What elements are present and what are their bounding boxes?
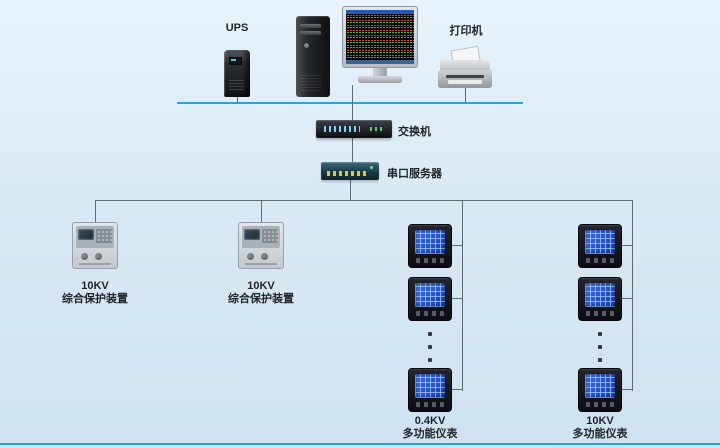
meter-buttons <box>586 258 614 263</box>
protection-device-icon <box>72 222 118 269</box>
ups-label: UPS <box>225 22 249 34</box>
branch-distribution-line <box>95 200 632 201</box>
protection-panel <box>76 226 114 248</box>
wire-computer-to-switch <box>352 85 353 120</box>
power-meter-icon <box>408 277 452 321</box>
printer-body <box>438 70 492 88</box>
meter-buttons <box>586 311 614 316</box>
meter-screen <box>415 374 445 398</box>
wire-stub-meter-a1 <box>452 245 462 246</box>
wire-stub-meter-b1 <box>622 245 632 246</box>
ups-icon <box>224 50 250 97</box>
wire-switch-to-serial-server <box>352 138 353 163</box>
meter-screen <box>415 283 445 307</box>
wire-serial-server-to-branch <box>350 180 351 201</box>
protection-dial <box>261 253 268 260</box>
power-meter-icon <box>408 224 452 268</box>
drive-bay <box>300 31 321 35</box>
protection-device-icon <box>238 222 284 269</box>
meter-column-a-kv: 0.4KV <box>414 415 446 427</box>
protection-b-name: 综合保护装置 <box>228 293 294 305</box>
ups-vents <box>229 80 244 92</box>
computer-tower-icon <box>296 16 330 97</box>
power-button-icon <box>304 43 309 48</box>
printer-slot <box>446 75 484 78</box>
monitor-screen <box>346 10 414 64</box>
monitor-stand-neck <box>373 68 387 76</box>
drive-bay <box>300 24 321 28</box>
protection-b-caption: 10KV 综合保护装置 <box>221 280 301 306</box>
meter-column-b-name: 多功能仪表 <box>572 428 628 440</box>
ethernet-bus-line <box>177 102 523 104</box>
switch-label: 交换机 <box>398 126 431 138</box>
wire-stub-meter-a2 <box>452 298 462 299</box>
printer-icon <box>438 45 492 92</box>
meter-buttons <box>416 311 444 316</box>
network-switch-icon <box>316 120 392 138</box>
wire-drop-protection-b <box>261 200 262 223</box>
protection-panel <box>242 226 280 248</box>
printer-output-tray <box>448 80 482 84</box>
protection-a-name: 综合保护装置 <box>62 293 128 305</box>
wire-drop-protection-a <box>95 200 96 223</box>
printer-label: 打印机 <box>449 25 483 37</box>
meter-column-b-caption: 10KV 多功能仪表 <box>564 415 636 441</box>
meter-column-a-caption: 0.4KV 多功能仪表 <box>394 415 466 441</box>
switch-ports <box>324 126 360 132</box>
wire-meter-column-b <box>632 200 633 391</box>
meter-column-a-name: 多功能仪表 <box>402 428 458 440</box>
dot <box>598 332 602 336</box>
monitor-icon <box>342 6 418 68</box>
protection-terminal-strip <box>245 263 277 265</box>
meter-screen <box>585 230 615 254</box>
meter-screen <box>585 283 615 307</box>
serial-server-icon <box>321 162 379 180</box>
protection-a-kv: 10KV <box>81 280 109 292</box>
meter-column-b-kv: 10KV <box>586 415 614 427</box>
serial-server-led <box>370 166 373 169</box>
protection-dial <box>247 253 254 260</box>
power-meter-icon <box>578 277 622 321</box>
more-devices-dots <box>408 330 452 364</box>
monitor-stand-base <box>358 76 402 83</box>
protection-dial <box>81 253 88 260</box>
wire-stub-meter-a3 <box>452 389 462 390</box>
more-devices-dots <box>578 330 622 364</box>
meter-buttons <box>416 402 444 407</box>
dot <box>428 332 432 336</box>
switch-leds <box>370 127 384 131</box>
protection-screen <box>244 229 260 240</box>
dot <box>428 358 432 362</box>
tower-vents <box>300 75 321 91</box>
serial-server-label: 串口服务器 <box>387 168 442 180</box>
protection-b-kv: 10KV <box>247 280 275 292</box>
printer-top <box>440 60 490 72</box>
wire-stub-meter-b3 <box>622 389 632 390</box>
dot <box>598 345 602 349</box>
dot <box>428 345 432 349</box>
protection-a-caption: 10KV 综合保护装置 <box>55 280 135 306</box>
meter-buttons <box>586 402 614 407</box>
wire-printer-to-bus <box>465 88 466 103</box>
footer-accent-line <box>0 443 720 445</box>
protection-terminal-strip <box>79 263 111 265</box>
serial-server-ports <box>327 171 367 176</box>
power-meter-icon <box>578 368 622 412</box>
protection-keypad <box>96 229 112 243</box>
wire-ups-to-bus <box>237 97 238 103</box>
protection-keypad <box>262 229 278 243</box>
dot <box>598 358 602 362</box>
protection-screen <box>78 229 94 240</box>
meter-screen <box>585 374 615 398</box>
protection-dial <box>95 253 102 260</box>
meter-buttons <box>416 258 444 263</box>
power-meter-icon <box>578 224 622 268</box>
wire-meter-column-a <box>462 200 463 391</box>
ups-display <box>229 57 242 65</box>
meter-screen <box>415 230 445 254</box>
wire-stub-meter-b2 <box>622 298 632 299</box>
power-meter-icon <box>408 368 452 412</box>
